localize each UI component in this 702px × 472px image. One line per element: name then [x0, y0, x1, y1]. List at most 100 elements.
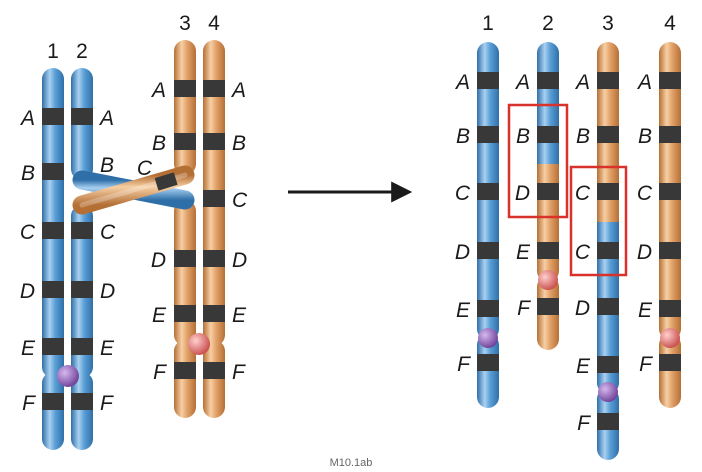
left-chr1-lower-arm: [42, 372, 64, 450]
right-chromosome-3: [597, 42, 619, 460]
left-chr1-label-b: B: [21, 162, 35, 185]
right-chr4-label-d: D: [637, 241, 652, 264]
left-chr4-band-b: [203, 133, 225, 150]
right-chr4-band-e: [659, 300, 681, 317]
left-chr3-label-c: C: [137, 157, 153, 180]
left-chr2-label-c: C: [100, 221, 116, 244]
left-chr1-band-b: [42, 163, 64, 180]
right-chr1-band-e: [477, 300, 499, 317]
left-panel: 1 2 3 4 A B C D E F A B C D E F A B C D …: [19, 12, 248, 450]
left-chr3-label-e: E: [152, 304, 167, 327]
right-chr3-label-f: F: [577, 412, 591, 435]
left-chr2-band-f: [71, 393, 93, 410]
left-chr3-label-b: B: [152, 132, 166, 155]
right-chr3-band-f: [597, 413, 619, 430]
left-chr2-band-e: [71, 338, 93, 355]
right-chr4-label-b: B: [638, 125, 652, 148]
left-chr3-band-b: [174, 133, 196, 150]
left-centromere-chr3-4: [188, 333, 210, 355]
left-chr4-label-b: B: [232, 132, 246, 155]
right-chr1-band-a: [477, 72, 499, 89]
left-chromosome-1: [42, 68, 64, 450]
left-chr2-band-c: [71, 222, 93, 239]
right-chr4-label-a: A: [636, 71, 652, 94]
right-chr2-band-d: [537, 183, 559, 200]
right-chromosome-1: [477, 42, 499, 408]
left-chr4-label-f: F: [232, 361, 246, 384]
crossover-band-c: [154, 172, 178, 191]
left-chromosome-3: [174, 40, 196, 418]
left-chr3-label-a: A: [150, 79, 166, 102]
right-chr2-band-b: [537, 126, 559, 143]
right-chr4-label-f: F: [639, 353, 653, 376]
right-chr1-band-c: [477, 183, 499, 200]
left-chr2-band-d: [71, 281, 93, 298]
right-chr3-label-d: D: [575, 297, 590, 320]
left-chr1-label-a: A: [19, 107, 35, 130]
left-chr4-label-c: C: [232, 189, 248, 212]
left-chr4-label-d: D: [232, 249, 247, 272]
right-chr2-label-d: D: [515, 182, 530, 205]
right-chr3-blue-join: [597, 222, 619, 242]
left-chr1-label-d: D: [20, 280, 35, 303]
left-chr2-label-e: E: [100, 337, 115, 360]
left-chr2-label-d: D: [100, 280, 115, 303]
left-chr4-label-a: A: [230, 79, 246, 102]
left-chr1-band-e: [42, 338, 64, 355]
right-panel: 1 2 3 4 A B C D E F A B D E F A B C C D …: [454, 12, 681, 460]
left-chr2-lower-arm: [71, 372, 93, 450]
right-chr1-label-a: A: [454, 71, 470, 94]
left-chr1-band-a: [42, 108, 64, 125]
left-chromosome-4: [203, 40, 225, 418]
right-chr3-band-e: [597, 356, 619, 373]
right-chr4-label-c: C: [637, 182, 653, 205]
right-chromosome-2: [537, 42, 559, 350]
left-centromere-chr1-2: [57, 365, 79, 387]
right-chromosome-4: [659, 42, 681, 408]
figure-caption: M10.1ab: [330, 457, 373, 469]
left-chr1-band-c: [42, 222, 64, 239]
left-chromosome-number-3: 3: [179, 12, 191, 35]
right-chr3-band-c2: [597, 242, 619, 259]
left-chromosome-number-2: 2: [76, 40, 88, 63]
right-chr2-label-f: F: [517, 297, 531, 320]
duplication-highlight-box: [569, 165, 628, 277]
left-chr4-band-e: [203, 305, 225, 322]
right-chr2-centromere: [538, 270, 558, 290]
right-chr1-band-b: [477, 126, 499, 143]
right-chr3-band-b: [597, 126, 619, 143]
right-chr2-blue-segment: [537, 42, 559, 182]
right-chr1-label-d: D: [455, 241, 470, 264]
right-chr3-label-c1: C: [575, 182, 591, 205]
right-chr3-band-a: [597, 72, 619, 89]
right-chr4-band-c: [659, 183, 681, 200]
left-chr2-label-f: F: [100, 392, 114, 415]
right-chr2-label-b: B: [516, 125, 530, 148]
left-chr4-band-c: [203, 190, 225, 207]
right-chr3-label-c2: C: [575, 241, 591, 264]
left-chr1-band-d: [42, 281, 64, 298]
left-chr2-label-b: B: [100, 154, 114, 177]
right-chr4-band-a: [659, 72, 681, 89]
left-chr4-band-d: [203, 250, 225, 267]
left-chr1-band-f: [42, 393, 64, 410]
left-chr4-band-a: [203, 80, 225, 97]
right-chr3-band-c1: [597, 183, 619, 200]
right-chr1-label-b: B: [456, 125, 470, 148]
right-chromosome-number-4: 4: [664, 12, 676, 35]
right-chr2-orange-join: [537, 164, 559, 184]
right-chr2-label-e: E: [516, 241, 531, 264]
right-chr1-band-f: [477, 354, 499, 371]
right-chr1-label-c: C: [455, 182, 471, 205]
right-chr2-band-e: [537, 242, 559, 259]
left-chr3-label-d: D: [151, 249, 166, 272]
left-chr3-band-a: [174, 80, 196, 97]
right-chr4-centromere: [660, 328, 680, 348]
left-chr3-middle-segment: [174, 200, 196, 346]
right-chr3-band-d: [597, 298, 619, 315]
right-chr1-label-e: E: [456, 299, 471, 322]
left-chromosome-2: [71, 68, 93, 450]
left-chr1-label-c: C: [20, 221, 36, 244]
